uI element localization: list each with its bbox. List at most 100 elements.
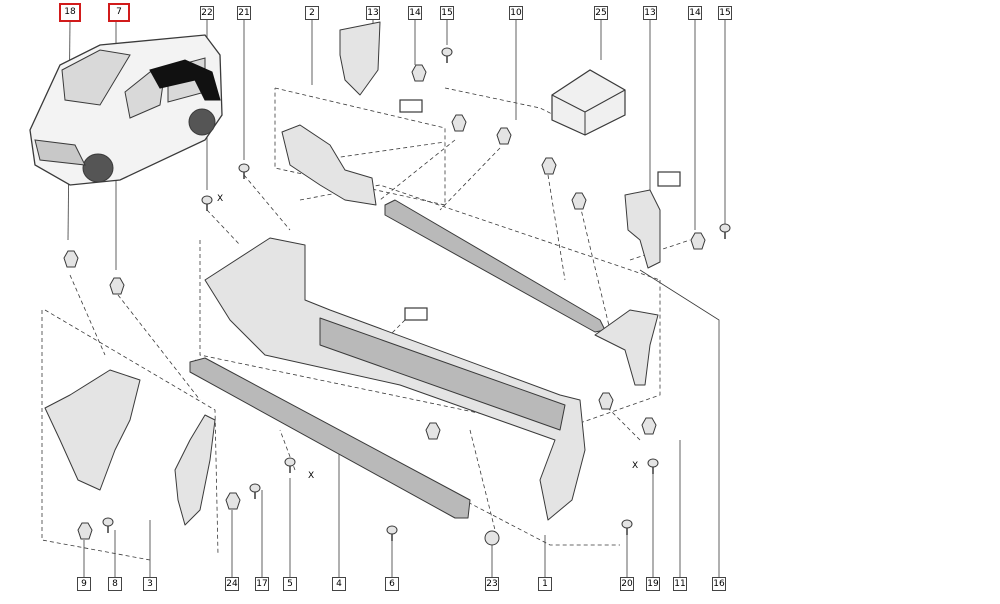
callout-21[interactable]: 21 (237, 6, 251, 20)
callout-13[interactable]: 13 (366, 6, 380, 20)
callout-14-right[interactable]: 14 (688, 6, 702, 20)
callout-8[interactable]: 8 (108, 577, 122, 591)
dashed-leader-2b (379, 139, 456, 201)
clip-14-icon (411, 64, 427, 82)
screw-head (719, 223, 731, 233)
callout-20[interactable]: 20 (620, 577, 634, 591)
clip-11-icon (641, 417, 657, 435)
callout-25[interactable]: 25 (594, 6, 608, 20)
bracket-13r-part (624, 189, 661, 269)
screw-head (284, 457, 296, 467)
leader-16 (639, 269, 720, 577)
dashed-leader-10 (439, 147, 501, 211)
dashed-leader-21 (243, 174, 291, 231)
lower-beam-4-part (189, 357, 471, 519)
side-bracket-right-part (594, 309, 659, 386)
screw-head (621, 519, 633, 529)
screw-8-icon (102, 517, 114, 533)
callout-4[interactable]: 4 (332, 577, 346, 591)
screw-head (249, 483, 261, 493)
vehicle-front-grille (34, 139, 86, 166)
bumper-step-plate-part (319, 317, 566, 431)
dashed-group-left (41, 310, 151, 561)
screw-head (102, 517, 114, 527)
screw-15-icon (441, 47, 453, 63)
screw-head (386, 525, 398, 535)
callout-5[interactable]: 5 (283, 577, 297, 591)
dashed-leader-tag (389, 314, 411, 336)
callout-11[interactable]: 11 (673, 577, 687, 591)
callout-24[interactable]: 24 (225, 577, 239, 591)
vehicle-rear-wheel (188, 108, 216, 136)
callout-2[interactable]: 2 (305, 6, 319, 20)
parts-kit-box-edges (551, 89, 626, 135)
dashed-group-left-2 (44, 309, 219, 556)
label-tag-13-icon (399, 99, 423, 113)
screw-22-icon (201, 195, 213, 211)
location-arrow-icon (149, 59, 221, 101)
screw-6-icon (386, 525, 398, 541)
callout-7[interactable]: 7 (108, 3, 130, 22)
parts-kit-box-icon (551, 69, 626, 136)
cross-mark-label: X (632, 461, 638, 471)
clip-right-icon (598, 392, 614, 410)
clip-10c-icon (541, 157, 557, 175)
clip-18-icon (63, 250, 79, 268)
callout-17[interactable]: 17 (255, 577, 269, 591)
screw-17-icon (249, 483, 261, 499)
label-tag-13r-icon (657, 171, 681, 187)
left-bracket-3a-part (44, 369, 141, 491)
screw-head (238, 163, 250, 173)
clip-9-icon (77, 522, 93, 540)
screw-5-icon (284, 457, 296, 473)
callout-23[interactable]: 23 (485, 577, 499, 591)
dashed-leader-10b (547, 174, 566, 281)
vehicle-windshield (61, 49, 131, 106)
dashed-leader-18 (69, 274, 106, 356)
vehicle-illustration (29, 34, 223, 186)
clip-10d-icon (571, 192, 587, 210)
vehicle-front-wheel (82, 153, 114, 183)
cross-mark-label: X (308, 471, 314, 481)
screw-head (441, 47, 453, 57)
dashed-leader-22 (206, 209, 241, 246)
callout-6[interactable]: 6 (385, 577, 399, 591)
callout-19[interactable]: 19 (646, 577, 660, 591)
clip-7-icon (109, 277, 125, 295)
screw-21-icon (238, 163, 250, 179)
callout-9[interactable]: 9 (77, 577, 91, 591)
callout-3[interactable]: 3 (143, 577, 157, 591)
dashed-group-top-2 (444, 87, 561, 119)
screw-20-icon (621, 519, 633, 535)
clip-10b-icon (496, 127, 512, 145)
screw-head (647, 458, 659, 468)
callout-1[interactable]: 1 (538, 577, 552, 591)
callout-18[interactable]: 18 (59, 3, 81, 22)
corner-bracket-2-part (281, 124, 377, 206)
callout-10[interactable]: 10 (509, 6, 523, 20)
rear-bumper-1-part (204, 237, 586, 521)
callout-13-right[interactable]: 13 (643, 6, 657, 20)
clip-center-icon (425, 422, 441, 440)
callout-15-right[interactable]: 15 (718, 6, 732, 20)
dashed-leader-23 (469, 429, 496, 531)
callout-22[interactable]: 22 (200, 6, 214, 20)
dashed-leader-2 (319, 141, 446, 161)
callout-16[interactable]: 16 (712, 577, 726, 591)
callout-15[interactable]: 15 (440, 6, 454, 20)
screw-19-icon (647, 458, 659, 474)
left-bracket-3b-part (174, 414, 216, 526)
screw-15r-icon (719, 223, 731, 239)
dashed-leader-11 (599, 399, 641, 441)
clip-24-icon (225, 492, 241, 510)
dashed-leader-7 (117, 294, 201, 401)
push-rivet-23-icon (484, 530, 500, 546)
label-tag-center-icon (404, 307, 428, 321)
screw-head (201, 195, 213, 205)
bracket-13-part (339, 21, 381, 96)
callout-14[interactable]: 14 (408, 6, 422, 20)
dashed-leader-10c (579, 204, 611, 331)
clip-10a-icon (451, 114, 467, 132)
